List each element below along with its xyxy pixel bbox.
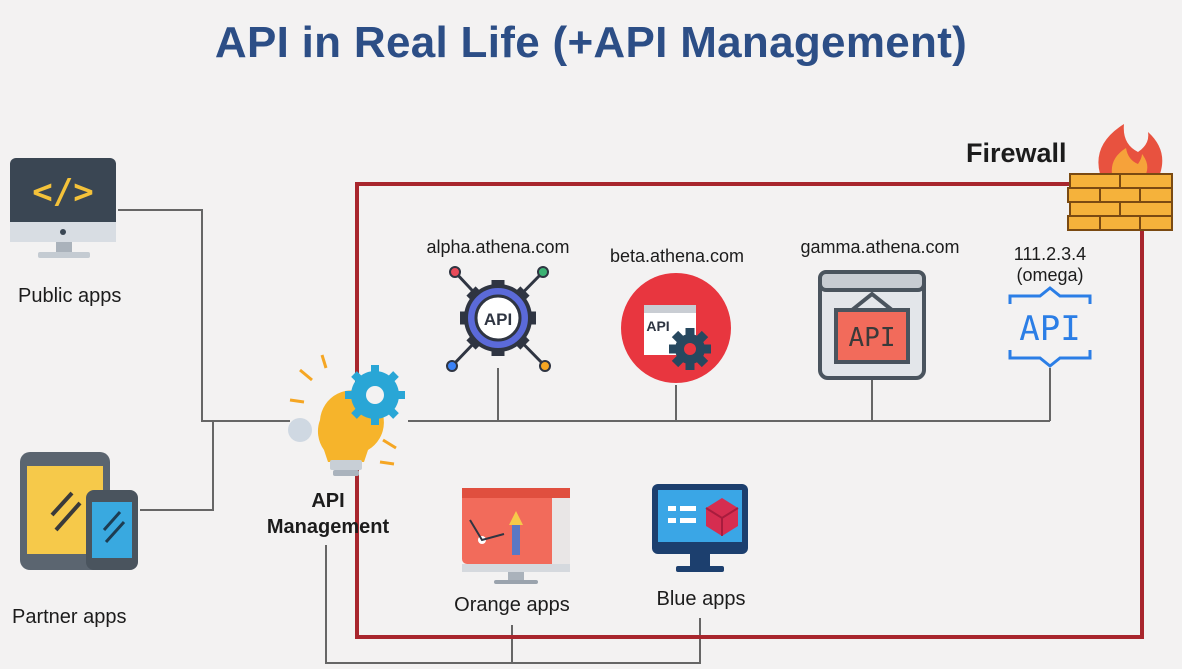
design-monitor-icon xyxy=(462,488,570,584)
api-sign-board-icon: API xyxy=(818,270,926,380)
firewall-icon xyxy=(1067,124,1173,231)
api-text-icon: API xyxy=(1008,286,1092,368)
page-title: API in Real Life (+API Management) xyxy=(214,18,968,67)
orange-apps-label: Orange apps xyxy=(454,594,570,616)
svg-text:API: API xyxy=(646,318,669,334)
api-management-line2: Management xyxy=(266,516,390,538)
connector-partner xyxy=(140,421,214,511)
omega-label: 111.2.3.4 (omega) xyxy=(990,244,1110,286)
api-management-label: API Management xyxy=(246,488,410,540)
api-browser-gear-icon: API xyxy=(621,273,731,383)
svg-text:</>: </> xyxy=(32,172,93,212)
partner-apps-label: Partner apps xyxy=(12,606,127,628)
gamma-label: gamma.athena.com xyxy=(800,237,960,257)
svg-text:API: API xyxy=(849,323,896,353)
omega-ip: 111.2.3.4 xyxy=(1013,244,1087,264)
api-management-line1: API xyxy=(311,490,345,512)
alpha-label: alpha.athena.com xyxy=(426,237,570,257)
connector-public xyxy=(118,209,290,422)
connectors xyxy=(118,209,1051,664)
lightbulb-gears-icon xyxy=(288,354,405,476)
svg-text:API: API xyxy=(484,310,512,329)
tablet-phone-icon xyxy=(20,452,138,570)
firewall-label: Firewall xyxy=(966,138,1067,168)
code-monitor-icon: </> xyxy=(10,158,116,258)
blue-apps-label: Blue apps xyxy=(656,588,746,610)
api-gear-network-icon: API xyxy=(446,266,551,372)
public-apps-label: Public apps xyxy=(18,285,122,307)
svg-text:API: API xyxy=(1019,309,1080,349)
omega-name: (omega) xyxy=(1016,265,1084,285)
beta-label: beta.athena.com xyxy=(609,246,745,266)
cube-monitor-icon xyxy=(652,484,748,572)
